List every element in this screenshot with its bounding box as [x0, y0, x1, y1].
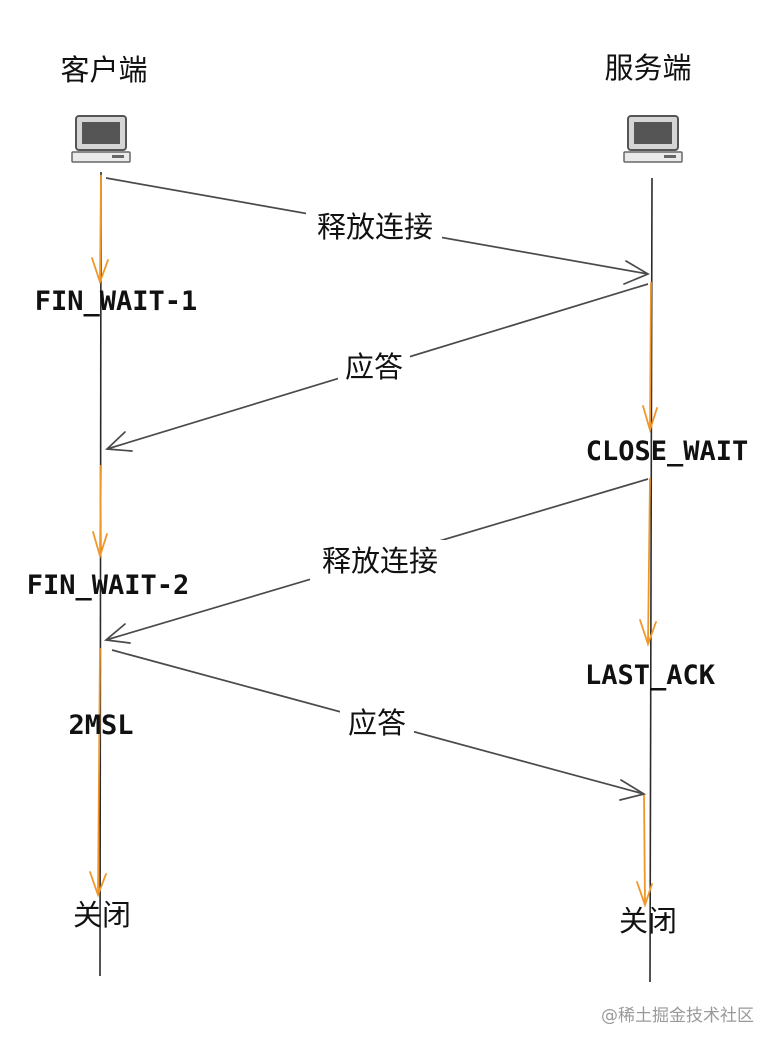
message-label-3: 释放连接 [322, 544, 438, 578]
client-state-arrow-2 [92, 464, 108, 560]
message-label-2: 应答 [345, 350, 403, 384]
server-state-arrow-3 [636, 794, 653, 908]
message-label-1: 释放连接 [317, 210, 433, 244]
client-state-arrow-3 [89, 647, 107, 898]
message-label-4: 应答 [348, 706, 406, 740]
server-end-label: 关闭 [619, 904, 677, 938]
watermark: @稀土掘金技术社区 [601, 1006, 754, 1026]
server-state-last-ack: LAST_ACK [585, 660, 716, 691]
client-lifeline [99, 171, 102, 977]
client-computer-icon [71, 115, 131, 163]
server-state-arrow-2 [639, 477, 657, 647]
server-state-close-wait: CLOSE_WAIT [586, 436, 749, 467]
client-state-fin-wait-1: FIN_WAIT-1 [35, 286, 198, 317]
client-state-arrow-1 [91, 174, 109, 285]
client-end-label: 关闭 [73, 898, 131, 932]
client-label: 客户端 [60, 53, 147, 87]
client-state-fin-wait-2: FIN_WAIT-2 [27, 570, 190, 601]
server-state-arrow-1 [642, 281, 658, 434]
server-computer-icon [623, 115, 683, 163]
client-state-2msl: 2MSL [68, 710, 133, 741]
server-label: 服务端 [604, 51, 691, 85]
